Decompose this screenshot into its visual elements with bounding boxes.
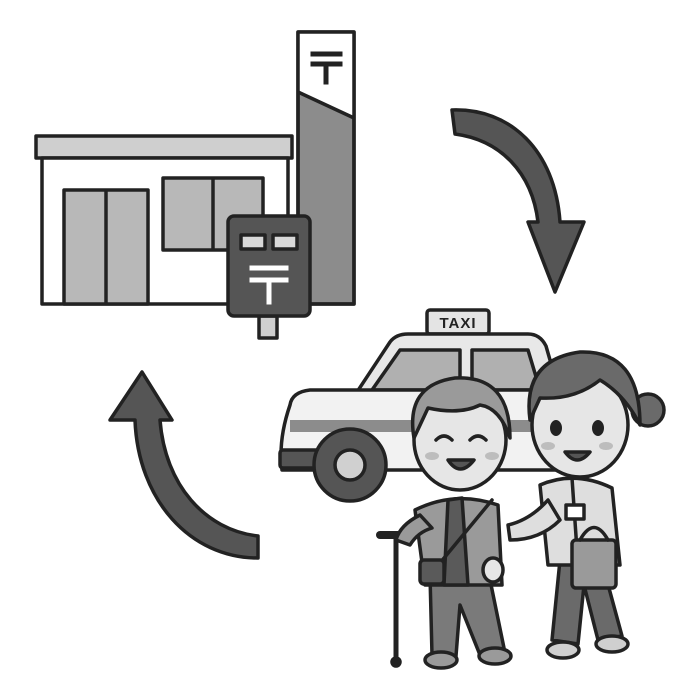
post-box-mark-icon [249, 265, 289, 305]
post-box-slot-right [271, 233, 299, 251]
post-box-stand [257, 314, 279, 340]
elderly-woman-icon [376, 376, 513, 670]
post-box-slot-left [239, 233, 267, 251]
caregiver-badge [564, 503, 586, 521]
caregiver-hair [527, 350, 642, 427]
post-office-roof [34, 134, 294, 160]
post-box-icon [226, 214, 312, 340]
cycle-arrow-icon [108, 108, 586, 560]
post-mark-icon [310, 51, 343, 85]
elder-bag [418, 558, 446, 586]
arrow-up-left [108, 370, 260, 560]
caregiver-arm [506, 498, 562, 542]
caregiver-bag [570, 538, 618, 590]
elder-hair [411, 376, 512, 440]
elder-arm [394, 513, 434, 547]
arrow-down-right [450, 108, 586, 294]
taxi-sign-label: TAXI [439, 315, 476, 332]
caregiver-icon [506, 350, 666, 660]
